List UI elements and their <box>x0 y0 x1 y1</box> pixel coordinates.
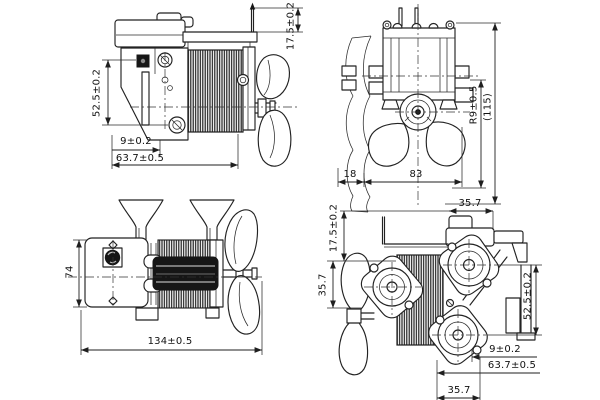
dim-label-body-depth: 63.7±0.5 <box>488 360 536 371</box>
view-top: 74 134±0.5 <box>65 199 263 355</box>
frame-brace <box>445 249 536 341</box>
through-bolt <box>236 73 250 87</box>
dim-label-boss-offset: 9±0.2 <box>489 344 521 355</box>
terminal-pins <box>382 7 455 30</box>
dim-label-body-depth: 63.7±0.5 <box>116 153 164 164</box>
motor-body <box>368 7 474 110</box>
dim-label-body-width: 83 <box>409 169 422 180</box>
mounting-bracket <box>120 47 189 141</box>
dim-label-mount-span: 52.5±0.2 <box>92 69 103 117</box>
dim-label-left-span: 35.7 <box>318 273 329 296</box>
dim-label-overall-length: 134±0.5 <box>148 336 193 347</box>
fan-edge-silhouette <box>341 35 372 213</box>
fan-blade <box>224 209 261 335</box>
screw-hole <box>168 116 186 134</box>
stator-core-hatched <box>135 239 224 321</box>
dim-label-terminal-height: 17.5±0.2 <box>286 2 297 50</box>
dim-label-mount-span: 52.5±0.2 <box>523 272 534 320</box>
mounting-plate <box>84 237 157 308</box>
dim-label-top-span: 35.7 <box>458 198 481 209</box>
dim-label-fan-depth: 18 <box>343 169 356 180</box>
fan-blade <box>256 54 292 167</box>
view-front: R9±0.5 (115) 18 83 <box>337 4 501 213</box>
dim-label-plate-width: 74 <box>65 265 76 278</box>
small-screw <box>167 85 173 91</box>
view-side: 17.5±0.2 52.5±0.2 9±0.2 63.7±0.5 <box>92 2 303 169</box>
capacitor <box>102 247 123 268</box>
fan-blade <box>367 121 466 167</box>
terminal-wire <box>249 2 256 33</box>
motor-housing <box>114 12 258 48</box>
dimensions-front: R9±0.5 (115) 18 83 <box>337 22 501 205</box>
foot <box>135 307 159 321</box>
dimensions-rear: 35.7 17.5±0.2 35.7 52.5±0.2 9±0.2 63.7±0… <box>318 198 542 400</box>
dimensions-top: 74 134±0.5 <box>65 239 263 355</box>
mount-funnels <box>118 199 235 241</box>
dim-label-shaft-boss-radius: R9±0.5 <box>469 86 480 125</box>
dimensions-side: 17.5±0.2 52.5±0.2 9±0.2 63.7±0.5 <box>92 2 303 169</box>
dim-label-bottom-span: 35.7 <box>447 385 470 396</box>
stator-core-hatched <box>187 42 256 133</box>
fan-hub <box>346 308 362 324</box>
fan-blade <box>338 252 375 376</box>
dim-label-overall-height: (115) <box>483 93 494 121</box>
foot <box>205 307 220 319</box>
dim-label-boss-offset: 9±0.2 <box>120 136 152 147</box>
dim-label-upper-offset: 17.5±0.2 <box>329 204 340 252</box>
view-rear: 35.7 17.5±0.2 35.7 52.5±0.2 9±0.2 63.7±0… <box>318 198 542 400</box>
